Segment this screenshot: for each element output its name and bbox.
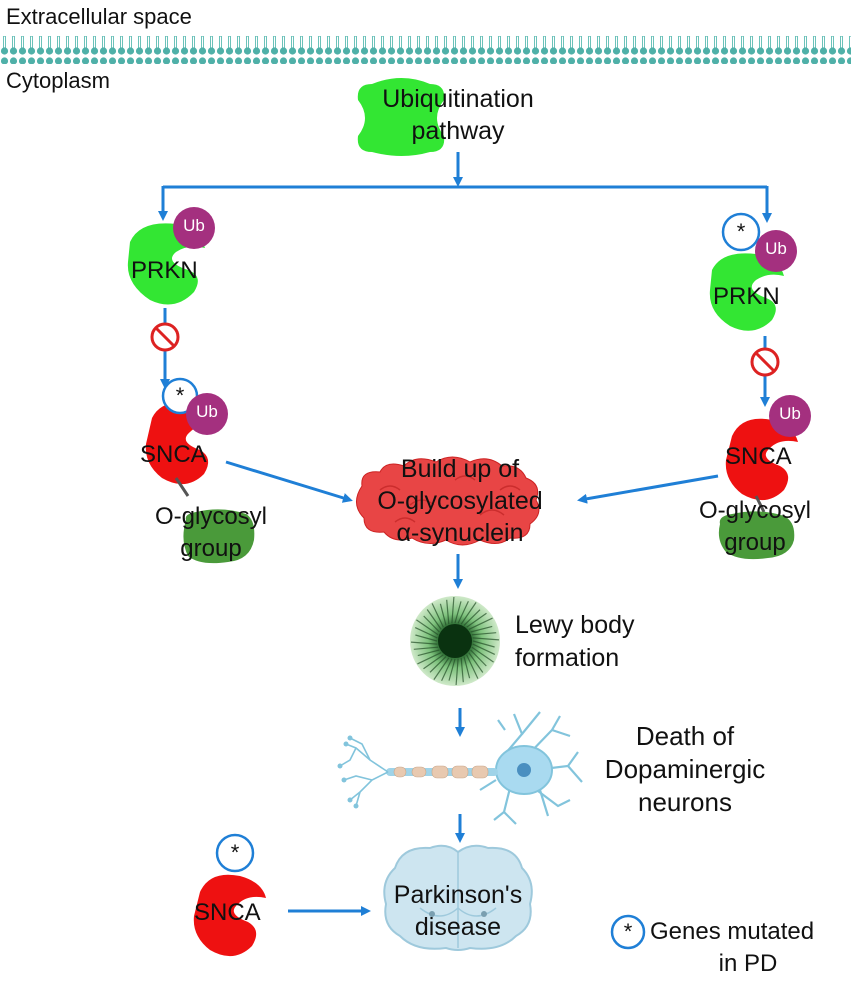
- lewy-body-fibril: [439, 603, 447, 626]
- lewy-body-fibril: [470, 625, 493, 633]
- right-glyco-label-line1: O-glycosyl: [698, 497, 812, 524]
- lewy-body-fibril: [433, 657, 450, 680]
- extracellular-space-label: Extracellular space: [6, 4, 192, 29]
- lewy-body-fibril: [463, 609, 481, 626]
- lewy-label-line1: Lewy body: [515, 611, 635, 639]
- cytoplasm-label: Cytoplasm: [6, 68, 110, 93]
- lewy-body-fibril: [472, 643, 496, 655]
- lewy-body-fibril: [468, 652, 484, 673]
- lewy-body-fibril: [414, 627, 438, 639]
- right-prkn-mutation-marker: [721, 212, 761, 252]
- buildup-label-line3: α-synuclein: [396, 519, 524, 547]
- left-snca-ub-tag: [186, 393, 228, 435]
- lewy-body-fibril: [417, 649, 440, 657]
- pd-snca-label: SNCA: [194, 899, 261, 926]
- right-snca-label: SNCA: [725, 443, 792, 470]
- ubiquitination-enzyme-shape: [357, 78, 445, 156]
- left-snca-ub-label: Ub: [196, 402, 218, 421]
- left-prkn-label: PRKN: [131, 257, 198, 284]
- aggregate-texture: [379, 475, 521, 523]
- lewy-body-fibril: [457, 600, 469, 624]
- right-glyco-link: [754, 495, 766, 513]
- lewy-body-icon: [410, 596, 500, 686]
- lewy-body-fibril: [415, 634, 438, 642]
- lewy-body-fibril: [410, 641, 438, 645]
- parkinsons-label-line1: Parkinson's: [393, 881, 523, 909]
- lewy-body-fibril: [441, 658, 453, 682]
- buildup-label-line2: O-glycosylated: [377, 487, 543, 515]
- lewy-body-fibril: [446, 599, 450, 625]
- left-snca-label: SNCA: [140, 441, 207, 468]
- arrow-right-snca-to-buildup: [577, 474, 719, 504]
- right-prkn-protein-shape: [709, 253, 784, 331]
- lewy-body-fibril: [454, 601, 462, 624]
- right-glyco-label-line2: group: [724, 529, 786, 556]
- left-glyco-label-line2: group: [180, 535, 242, 562]
- lewy-body-fibril: [463, 656, 471, 679]
- legend-label-line2: in PD: [718, 950, 778, 977]
- lewy-body-fibril: [466, 654, 479, 679]
- legend-mutation-asterisk: *: [623, 919, 633, 944]
- right-prkn-ub-label: Ub: [765, 239, 787, 258]
- lewy-body-fibril: [471, 646, 494, 663]
- death-label-line3: neurons: [638, 787, 732, 817]
- lewy-body-fibril: [448, 658, 456, 681]
- legend-label-line1: Genes mutated: [650, 918, 815, 945]
- lewy-body-fibril: [413, 646, 439, 650]
- lewy-body-fibril: [417, 652, 442, 665]
- right-prkn-mutation-asterisk: *: [736, 219, 746, 244]
- midbrain-icon: [383, 844, 533, 951]
- lewy-body-fibril: [416, 619, 439, 636]
- death-label-line1: Death of: [635, 721, 735, 751]
- legend-mutation-marker: [610, 914, 646, 950]
- left-glyco-group-shape: [183, 509, 255, 564]
- right-prkn-ub-tag: [755, 230, 797, 272]
- lewy-body-fibril: [429, 656, 447, 673]
- right-prkn-label: PRKN: [713, 283, 780, 310]
- left-glyco-label-line1: O-glycosyl: [154, 503, 268, 530]
- right-snca-ub-label: Ub: [779, 404, 801, 423]
- lewy-body-fibril: [472, 640, 495, 648]
- left-prkn-ub-label: Ub: [183, 216, 205, 235]
- lewy-body-fibril: [460, 657, 464, 683]
- right-glyco-group-shape: [718, 511, 795, 560]
- lewy-body-fibril: [468, 617, 493, 630]
- lewy-label-line2: formation: [515, 644, 620, 672]
- lewy-body-fibril: [472, 637, 500, 641]
- parkinsons-label-line2: disease: [414, 913, 502, 941]
- ubiquitination-label-line2: pathway: [411, 117, 505, 145]
- cell-membrane: [0, 36, 851, 64]
- right-snca-protein-shape: [725, 418, 798, 501]
- alpha-synuclein-aggregate-shape: [356, 456, 540, 546]
- left-prkn-ub-tag: [173, 207, 215, 249]
- lewy-body-fibril: [455, 658, 459, 686]
- lewy-body-fibril: [470, 649, 487, 667]
- ubiquitination-label-line1: Ubiquitination: [382, 85, 534, 113]
- right-snca-ub-tag: [769, 395, 811, 437]
- lewy-body-fibril: [423, 654, 444, 670]
- left-glyco-link: [174, 477, 190, 497]
- lewy-body-fibril: [423, 615, 440, 633]
- left-snca-mutation-asterisk: *: [175, 383, 185, 408]
- arrow-left-snca-to-buildup: [225, 460, 353, 503]
- buildup-label-line1: Build up of: [400, 455, 520, 483]
- lewy-body-fibril: [451, 596, 455, 624]
- pd-snca-mutation-marker: [215, 833, 255, 873]
- lewy-body-fibril: [460, 602, 477, 625]
- lewy-body-fibril: [471, 632, 497, 636]
- pd-snca-mutation-asterisk: *: [230, 840, 240, 865]
- lewy-body-fibril: [426, 609, 442, 630]
- lewy-body-fibril: [466, 612, 487, 628]
- death-label-line2: Dopaminergic: [604, 754, 766, 784]
- right-inhibition-icon: [750, 347, 780, 377]
- dopaminergic-neuron-icon: [337, 711, 583, 825]
- left-inhibition-icon: [150, 322, 180, 352]
- pd-snca-protein-shape: [193, 874, 266, 957]
- lewy-body-fibril: [431, 603, 444, 628]
